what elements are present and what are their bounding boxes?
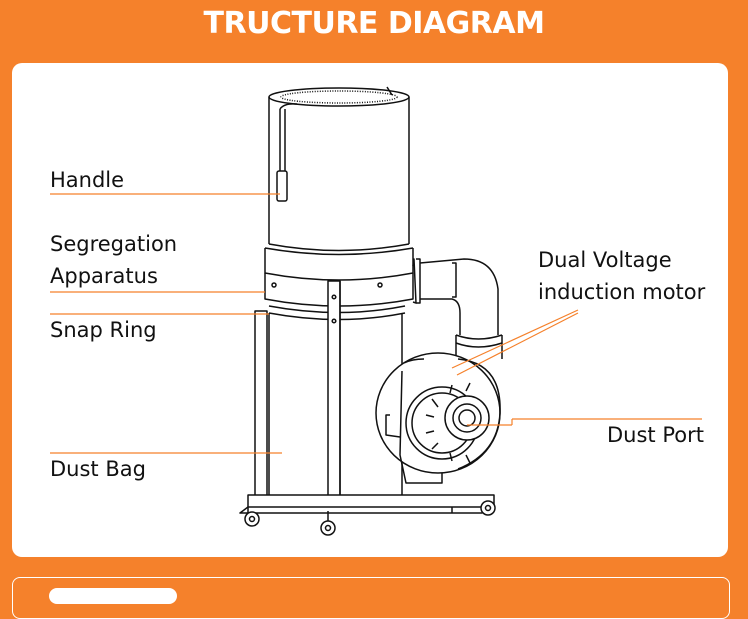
label-segregation-line2: Apparatus — [50, 264, 158, 288]
bottom-pill — [49, 588, 177, 604]
label-motor-line1: Dual Voltage — [538, 248, 672, 272]
blower-motor-drawing — [375, 352, 501, 484]
motor-leader-2 — [456, 312, 579, 376]
label-dust-bag: Dust Bag — [50, 457, 146, 481]
casters-drawing — [244, 500, 496, 536]
label-motor-line2: induction motor — [538, 280, 706, 304]
label-handle: Handle — [50, 168, 125, 192]
label-dust-port: Dust Port — [607, 423, 704, 447]
label-snap-ring: Snap Ring — [50, 318, 157, 342]
filter-canister — [268, 86, 410, 252]
diagram-panel: Handle Segregation Apparatus Snap Ring D… — [12, 63, 728, 557]
handle-drawing — [276, 103, 298, 202]
leader-lines — [50, 193, 702, 454]
motor-leader — [451, 309, 579, 369]
bottom-strip — [12, 577, 730, 619]
dust-collector-drawing — [50, 86, 702, 536]
page-title: TRUCTURE DIAGRAM — [203, 6, 545, 41]
label-segregation-line1: Segregation — [50, 232, 178, 256]
duct-elbow-drawing — [412, 258, 503, 359]
